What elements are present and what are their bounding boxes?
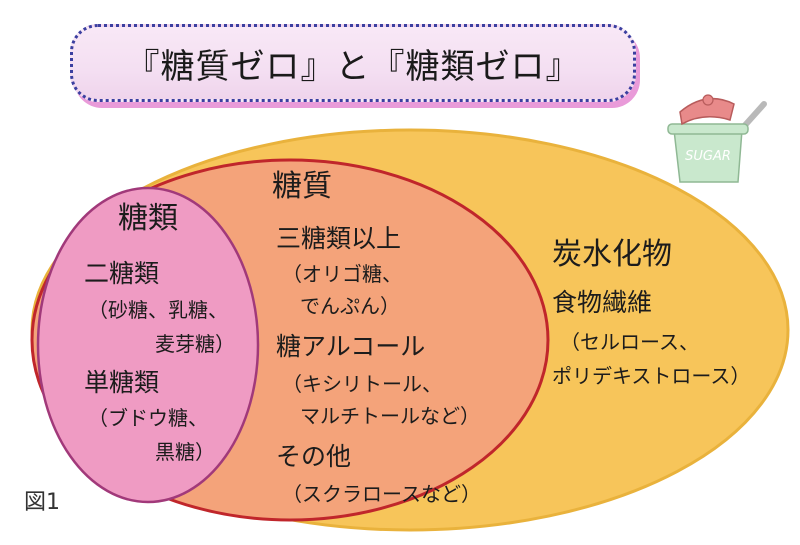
- middle-group-heading: 糖アルコール: [276, 332, 426, 361]
- inner-set-title: 糖類: [118, 201, 178, 236]
- title-banner: 『糖質ゼロ』と『糖類ゼロ』: [70, 24, 636, 102]
- inner-group-heading: 単糖類: [84, 368, 160, 397]
- outer-item: ポリデキストロース）: [552, 364, 751, 388]
- page-title: 『糖質ゼロ』と『糖類ゼロ』: [125, 46, 581, 87]
- middle-group-detail: （オリゴ糖、: [282, 262, 402, 286]
- middle-group-heading: その他: [276, 442, 352, 471]
- inner-group-detail: （砂糖、乳糖、: [88, 298, 228, 322]
- middle-set-title: 糖質: [272, 169, 332, 204]
- sugar-pot-icon: SUGAR: [667, 94, 767, 183]
- middle-group-heading: 三糖類以上: [276, 224, 402, 253]
- outer-item: 食物繊維: [552, 288, 653, 317]
- outer-set-title: 炭水化物: [552, 237, 672, 272]
- inner-group-detail: 黒糖）: [155, 440, 215, 464]
- inner-group-detail: 麦芽糖）: [155, 332, 235, 356]
- saccharide-set: [36, 186, 260, 504]
- middle-group-detail: （スクラロースなど）: [282, 482, 481, 506]
- middle-group-detail: （キシリトール、: [282, 372, 442, 396]
- inner-group-detail: （ブドウ糖、: [88, 406, 208, 430]
- outer-item: （セルロース、: [560, 330, 699, 354]
- figure-label: 図1: [24, 490, 60, 515]
- middle-group-detail: マルチトールなど）: [300, 404, 480, 428]
- middle-group-detail: でんぷん）: [300, 294, 400, 318]
- inner-group-heading: 二糖類: [84, 259, 160, 288]
- sugar-label-text: SUGAR: [685, 149, 731, 164]
